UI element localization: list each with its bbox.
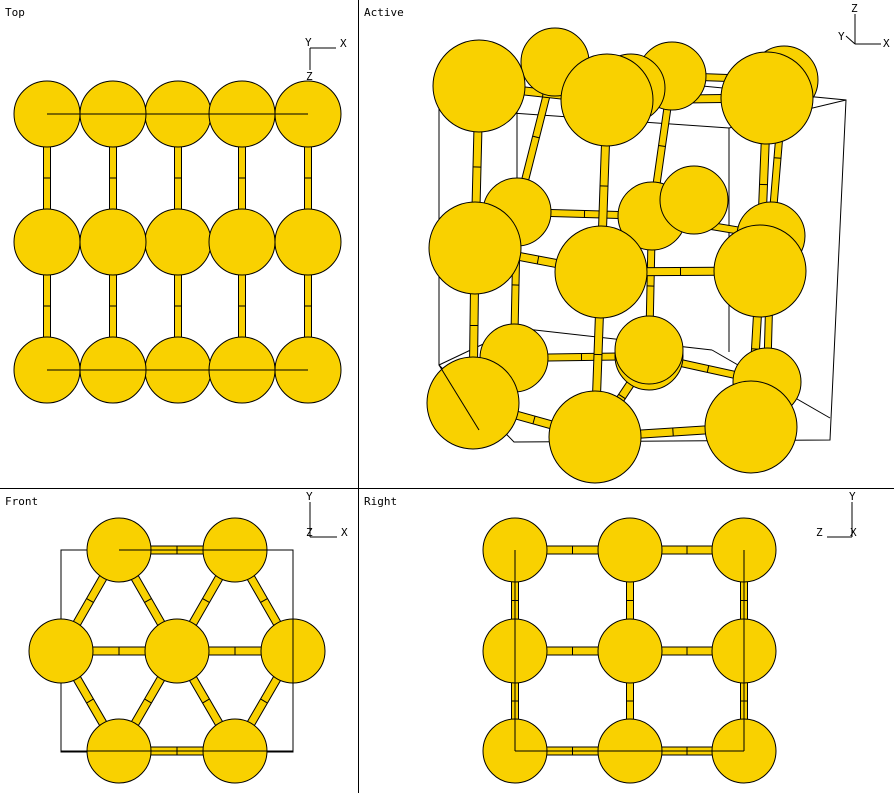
atom-sphere[interactable] [274,208,342,276]
axis-gizmo-top: Y X Z [305,36,347,83]
axis-h-label: X [340,37,347,50]
atom-sphere[interactable] [659,165,729,235]
atom-sphere[interactable] [614,315,684,385]
viewport-top[interactable]: Top Y X Z [0,0,358,488]
atoms-group [482,517,777,784]
axis-gizmo-front: Y X Z [306,490,348,539]
atoms-group [426,27,819,484]
atom-sphere[interactable] [560,53,654,147]
viewport-divider-vertical[interactable] [358,0,359,793]
atom-sphere[interactable] [597,517,663,583]
viewport-label-right: Right [364,495,398,508]
axis-h-label: X [883,37,890,50]
right-view-canvas[interactable]: Y Z X [359,489,894,793]
atom-sphere[interactable] [720,51,814,145]
axis-v-label: Z [851,2,858,15]
atom-sphere[interactable] [144,208,212,276]
axis-depth-label: Z [816,526,823,539]
axis-v-label: Y [305,36,312,49]
axis-depth-label: Z [306,70,313,83]
atom-sphere[interactable] [28,618,94,684]
atom-sphere[interactable] [13,208,81,276]
top-view-canvas[interactable]: Y X Z [0,0,358,488]
atom-sphere[interactable] [208,208,276,276]
viewport-right[interactable]: Right Y Z X [359,489,894,793]
viewport-active[interactable]: Active Z X Y [359,0,894,488]
atom-sphere[interactable] [426,356,520,450]
axis-h-label: X [850,526,857,539]
axis-v-label: Y [306,490,313,503]
atom-sphere[interactable] [79,208,147,276]
viewport-label-top: Top [5,6,25,19]
atom-sphere[interactable] [713,224,807,318]
active-view-canvas[interactable]: Z X Y [359,0,894,488]
atom-sphere[interactable] [432,39,526,133]
axis-gizmo-right: Y Z X [816,490,857,539]
atom-sphere[interactable] [597,618,663,684]
axis-gizmo-active: Z X Y [838,2,890,50]
atom-sphere[interactable] [548,390,642,484]
atoms-group [28,517,326,784]
atoms-group [13,80,342,404]
viewport-divider-horizontal[interactable] [0,488,894,489]
axis-h-label: X [341,526,348,539]
axis-v-label: Y [849,490,856,503]
atom-sphere[interactable] [428,201,522,295]
atom-sphere[interactable] [144,618,210,684]
atom-sphere[interactable] [554,225,648,319]
axis-depth-label: Y [838,30,845,43]
viewport-label-front: Front [5,495,39,508]
atom-sphere[interactable] [704,380,798,474]
viewport-label-active: Active [364,6,404,19]
axis-depth-label: Z [306,526,313,539]
viewport-front[interactable]: Front Y X Z [0,489,358,793]
front-view-canvas[interactable]: Y X Z [0,489,358,793]
